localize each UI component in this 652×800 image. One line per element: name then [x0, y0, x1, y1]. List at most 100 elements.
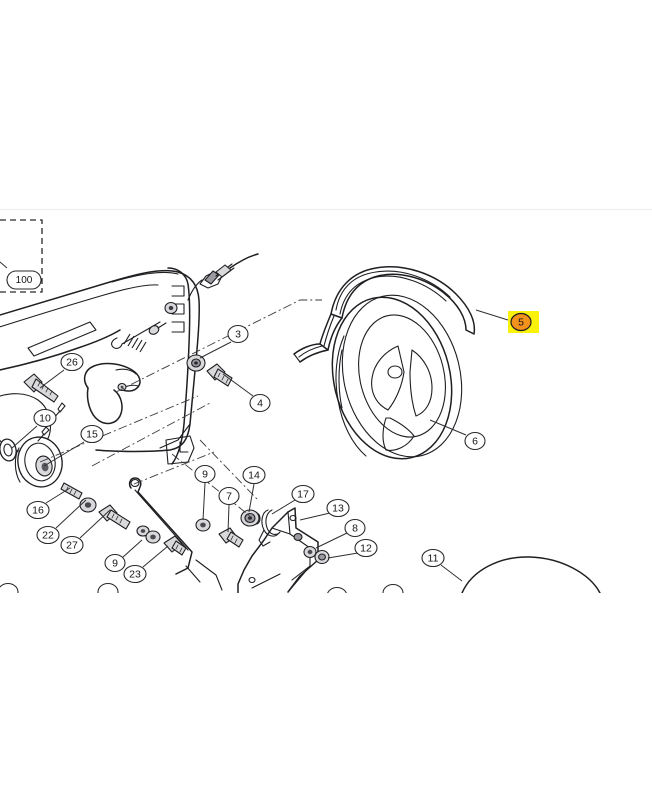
- leader-line-16: [45, 487, 71, 504]
- leader-line-17: [271, 499, 296, 515]
- callout-ring: [123, 564, 147, 584]
- callout-5[interactable]: 5: [508, 311, 539, 333]
- callout-ring: [249, 393, 271, 413]
- callout-leader-lines: [0, 261, 509, 582]
- washer-26b: [164, 301, 178, 315]
- leader-line-15: [43, 441, 85, 467]
- idler-pulley: [0, 436, 63, 488]
- callout-ring: [354, 538, 378, 558]
- leader-line-4: [222, 373, 254, 397]
- callout-ring: [218, 486, 240, 506]
- callout-label: 6: [472, 436, 478, 448]
- callout-16[interactable]: 16: [26, 500, 50, 520]
- callout-ring: [242, 465, 266, 485]
- callout-label: 10: [39, 413, 51, 425]
- callout-17[interactable]: 17: [291, 484, 315, 504]
- callout-label: 13: [332, 503, 344, 515]
- callout-ring: [104, 553, 126, 573]
- leader-line-26: [39, 369, 65, 389]
- callout-9[interactable]: 9: [194, 464, 216, 484]
- hardware-3-4: [186, 354, 233, 387]
- hardware-8-12: [303, 545, 330, 565]
- callout-100[interactable]: 100: [6, 270, 42, 290]
- leader-line-10: [11, 425, 38, 449]
- callout-label: 12: [360, 543, 372, 555]
- callout-ring: [60, 535, 84, 555]
- highlight-ellipse: [510, 312, 532, 332]
- tension-spring: [111, 321, 167, 353]
- callout-6[interactable]: 6: [464, 431, 486, 451]
- callout-26[interactable]: 26: [60, 352, 84, 372]
- callout-label: 23: [129, 569, 141, 581]
- callout-7[interactable]: 7: [218, 486, 240, 506]
- drive-belt-5: [293, 266, 476, 363]
- leader-line-12: [327, 552, 359, 559]
- callout-label: 8: [352, 523, 358, 535]
- callout-ring: [421, 548, 445, 568]
- leader-line-5: [475, 309, 509, 321]
- callout-label: 15: [86, 429, 98, 441]
- callout-ring: [80, 424, 104, 444]
- leader-line-14: [248, 483, 255, 513]
- mounting-bracket-13: [237, 507, 319, 593]
- callout-label: 11: [428, 553, 439, 565]
- callout-ring: [36, 525, 60, 545]
- leader-line-23: [142, 545, 169, 568]
- hardware-cluster-9-23: [136, 525, 187, 556]
- clipped-callouts-bottom: [251, 573, 404, 593]
- callout-10[interactable]: 10: [33, 408, 57, 428]
- callout-3[interactable]: 3: [227, 324, 249, 344]
- stud-pin: [117, 382, 127, 392]
- leader-line-6: [429, 419, 467, 436]
- leader-line-9: [122, 539, 143, 558]
- callout-22[interactable]: 22: [36, 525, 60, 545]
- callout-label: 7: [226, 491, 232, 503]
- callout-label: 100: [16, 275, 33, 286]
- callout-label: 26: [66, 357, 78, 369]
- parts-diagram-svg[interactable]: .ol { fill:none; stroke:#1f1f23; stroke-…: [0, 210, 652, 593]
- callout-15[interactable]: 15: [80, 424, 104, 444]
- drive-pulley-6: [331, 294, 463, 460]
- callout-ring: [326, 498, 350, 518]
- leader-line-11: [440, 564, 463, 582]
- callout-label: 9: [202, 469, 208, 481]
- leader-line-22: [55, 499, 87, 529]
- leader-line-100: [0, 261, 8, 269]
- callout-ring: [60, 352, 84, 372]
- leader-line-3: [199, 341, 232, 359]
- callout-8[interactable]: 8: [344, 518, 366, 538]
- callout-label: 16: [32, 505, 44, 517]
- callout-27[interactable]: 27: [60, 535, 84, 555]
- wheel-arc-11: [461, 556, 601, 593]
- assembly-centerlines: [39, 299, 322, 517]
- callout-ring: [344, 518, 366, 538]
- callout-badges[interactable]: 100 26 10 15 16 22 27 9 23 3 4 9 7 14 17 13 812 5 6 11: [6, 270, 539, 584]
- housing-edge-tabs: [165, 267, 195, 465]
- bolt-26: [23, 373, 59, 403]
- callout-13[interactable]: 13: [326, 498, 350, 518]
- callout-4[interactable]: 4: [249, 393, 271, 413]
- callout-9[interactable]: 9: [104, 553, 126, 573]
- leader-line-13: [299, 512, 331, 521]
- callout-23[interactable]: 23: [123, 564, 147, 584]
- hardware-cluster-center: [195, 509, 261, 548]
- clipped-lower-left: [0, 559, 223, 593]
- callout-label: 4: [257, 398, 263, 410]
- callout-label: 5: [518, 317, 524, 329]
- callout-ring: [194, 464, 216, 484]
- callout-12[interactable]: 12: [354, 538, 378, 558]
- callout-ring: [26, 500, 50, 520]
- leader-line-8: [315, 532, 348, 549]
- callout-11[interactable]: 11: [421, 548, 445, 568]
- callout-14[interactable]: 14: [242, 465, 266, 485]
- callout-ring: [6, 270, 42, 290]
- callout-label: 17: [297, 489, 309, 501]
- callout-label: 9: [112, 558, 118, 570]
- top-divider-rule: [0, 209, 652, 210]
- callout-ring: [291, 484, 315, 504]
- diagram-stage[interactable]: .ol { fill:none; stroke:#1f1f23; stroke-…: [0, 210, 652, 593]
- leader-line-27: [79, 509, 111, 539]
- callout-ring: [33, 408, 57, 428]
- callout-label: 22: [42, 530, 54, 542]
